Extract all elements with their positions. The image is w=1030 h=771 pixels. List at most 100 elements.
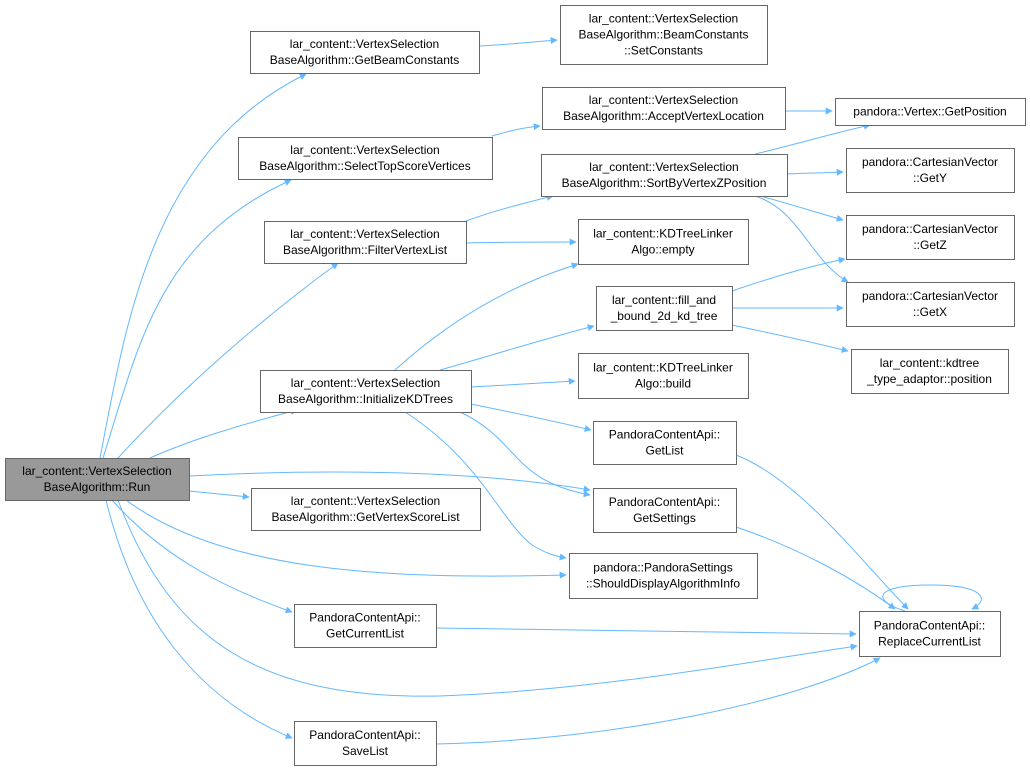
- edge-initialize-kd-trees-to-fill-and-bound: [439, 324, 595, 371]
- node-label-line: lar_content::VertexSelection: [290, 143, 439, 157]
- node-box: [264, 221, 467, 264]
- node-filter-vertex-list[interactable]: lar_content::VertexSelectionBaseAlgorith…: [264, 221, 467, 264]
- node-box: [569, 553, 758, 599]
- node-api-get-list[interactable]: PandoraContentApi::GetList: [593, 421, 737, 465]
- node-label-line: BaseAlgorithm::AcceptVertexLocation: [563, 109, 764, 123]
- node-label-line: lar_content::VertexSelection: [291, 376, 440, 390]
- edge-sort-by-vertex-z-position-to-vertex-get-position: [754, 122, 871, 155]
- edge-filter-vertex-list-to-kdtree-empty: [465, 238, 577, 246]
- edge-fill-and-bound-to-cartesian-get-z: [731, 256, 846, 292]
- edge-api-get-settings-to-api-replace-current-list: [735, 526, 896, 610]
- node-label-line: ::GetX: [913, 305, 947, 319]
- node-sort-by-vertex-z-position[interactable]: lar_content::VertexSelectionBaseAlgorith…: [541, 154, 788, 197]
- edge-run-to-api-get-current-list: [111, 499, 293, 614]
- node-box: [294, 604, 437, 648]
- node-api-get-current-list[interactable]: PandoraContentApi::GetCurrentList: [294, 604, 437, 648]
- edge-run-to-get-vertex-score-list: [188, 490, 250, 500]
- node-label-line: pandora::CartesianVector: [862, 222, 998, 236]
- node-label-line: BaseAlgorithm::BeamConstants: [578, 28, 748, 42]
- edge-initialize-kd-trees-to-api-get-settings: [459, 411, 591, 498]
- node-label-line: _bound_2d_kd_tree: [610, 309, 718, 323]
- node-label-line: lar_content::VertexSelection: [291, 494, 440, 508]
- edge-sort-by-vertex-z-position-to-cartesian-get-y: [786, 168, 844, 176]
- edge-run-to-initialize-kd-trees: [149, 408, 298, 459]
- node-box: [578, 219, 749, 265]
- node-label-line: lar_content::VertexSelection: [589, 93, 738, 107]
- node-label-line: Algo::build: [635, 377, 691, 391]
- node-label-line: ::GetZ: [913, 238, 946, 252]
- node-accept-vertex-location[interactable]: lar_content::VertexSelectionBaseAlgorith…: [542, 87, 786, 130]
- node-api-save-list[interactable]: PandoraContentApi::SaveList: [294, 721, 437, 766]
- edge-run-to-should-display-algorithm-info: [125, 499, 567, 579]
- node-box: [846, 148, 1015, 193]
- edge-get-beam-constants-to-set-constants: [478, 37, 558, 47]
- node-label-line: Algo::empty: [631, 243, 694, 257]
- node-label-line: pandora::PandoraSettings: [593, 561, 732, 575]
- node-box: [560, 5, 768, 65]
- node-label-line: BaseAlgorithm::SelectTopScoreVertices: [259, 159, 470, 173]
- node-box: [596, 286, 733, 331]
- node-label-line: lar_content::VertexSelection: [290, 227, 439, 241]
- node-box: [593, 488, 737, 533]
- edge-run-to-get-beam-constants: [99, 73, 307, 459]
- node-box: [260, 370, 472, 413]
- node-cartesian-get-x[interactable]: pandora::CartesianVector::GetX: [846, 282, 1015, 327]
- node-label-line: lar_content::VertexSelection: [589, 12, 738, 26]
- node-get-beam-constants[interactable]: lar_content::VertexSelectionBaseAlgorith…: [250, 31, 480, 74]
- node-get-vertex-score-list[interactable]: lar_content::VertexSelectionBaseAlgorith…: [251, 488, 481, 531]
- node-box: [542, 87, 786, 130]
- edge-filter-vertex-list-to-sort-by-vertex-z-position: [465, 194, 554, 222]
- edge-run-to-filter-vertex-list: [117, 262, 339, 459]
- node-fill-and-bound[interactable]: lar_content::fill_and_bound_2d_kd_tree: [596, 286, 733, 331]
- node-label-line: BaseAlgorithm::InitializeKDTrees: [278, 392, 453, 406]
- edge-run-to-api-save-list: [105, 499, 293, 739]
- node-box: [578, 353, 749, 399]
- node-label-line: GetSettings: [633, 511, 696, 525]
- node-label-line: lar_content::KDTreeLinker: [593, 361, 733, 375]
- edge-select-top-score-vertices-to-accept-vertex-location: [491, 123, 541, 137]
- node-label-line: BaseAlgorithm::GetBeamConstants: [270, 53, 459, 67]
- node-label-line: BaseAlgorithm::Run: [44, 480, 151, 494]
- edge-api-save-list-to-api-replace-current-list: [435, 657, 881, 745]
- node-box: [251, 488, 481, 531]
- node-box: [593, 421, 737, 465]
- node-should-display-algorithm-info[interactable]: pandora::PandoraSettings::ShouldDisplayA…: [569, 553, 758, 599]
- node-api-replace-current-list[interactable]: PandoraContentApi::ReplaceCurrentList: [859, 611, 1001, 657]
- node-box: [835, 98, 1026, 126]
- node-cartesian-get-y[interactable]: pandora::CartesianVector::GetY: [846, 148, 1015, 193]
- node-label-line: pandora::CartesianVector: [862, 155, 998, 169]
- node-kdtree-type-adaptor-position[interactable]: lar_content::kdtree_type_adaptor::positi…: [851, 349, 1009, 394]
- node-box: [5, 458, 190, 501]
- node-label-line: ::SetConstants: [624, 44, 703, 58]
- edge-run-to-select-top-score-vertices: [102, 179, 292, 459]
- node-cartesian-get-z[interactable]: pandora::CartesianVector::GetZ: [846, 215, 1015, 260]
- node-box: [250, 31, 480, 74]
- node-box: [238, 137, 493, 180]
- node-run[interactable]: lar_content::VertexSelectionBaseAlgorith…: [5, 458, 190, 501]
- node-label-line: PandoraContentApi::: [309, 728, 420, 742]
- node-label-line: BaseAlgorithm::SortByVertexZPosition: [562, 176, 767, 190]
- node-api-get-settings[interactable]: PandoraContentApi::GetSettings: [593, 488, 737, 533]
- node-box: [541, 154, 788, 197]
- node-select-top-score-vertices[interactable]: lar_content::VertexSelectionBaseAlgorith…: [238, 137, 493, 180]
- node-initialize-kd-trees[interactable]: lar_content::VertexSelectionBaseAlgorith…: [260, 370, 472, 413]
- edge-initialize-kd-trees-to-kdtree-build: [470, 377, 576, 388]
- node-box: [846, 215, 1015, 260]
- node-label-line: PandoraContentApi::: [609, 428, 720, 442]
- node-label-line: lar_content::fill_and: [612, 293, 716, 307]
- node-label-line: ::ShouldDisplayAlgorithmInfo: [586, 577, 740, 591]
- node-box: [851, 349, 1009, 394]
- edge-fill-and-bound-to-kdtree-type-adaptor-position: [731, 324, 849, 353]
- node-set-constants[interactable]: lar_content::VertexSelectionBaseAlgorith…: [560, 5, 768, 65]
- node-label-line: BaseAlgorithm::FilterVertexList: [283, 243, 448, 257]
- node-label-line: PandoraContentApi::: [874, 619, 985, 633]
- node-vertex-get-position[interactable]: pandora::Vertex::GetPosition: [835, 98, 1026, 126]
- node-label-line: lar_content::VertexSelection: [290, 37, 439, 51]
- node-label-line: BaseAlgorithm::GetVertexScoreList: [271, 510, 460, 524]
- node-label-line: pandora::CartesianVector: [862, 289, 998, 303]
- node-label-line: lar_content::VertexSelection: [22, 464, 171, 478]
- edge-api-get-current-list-to-api-replace-current-list: [435, 627, 857, 638]
